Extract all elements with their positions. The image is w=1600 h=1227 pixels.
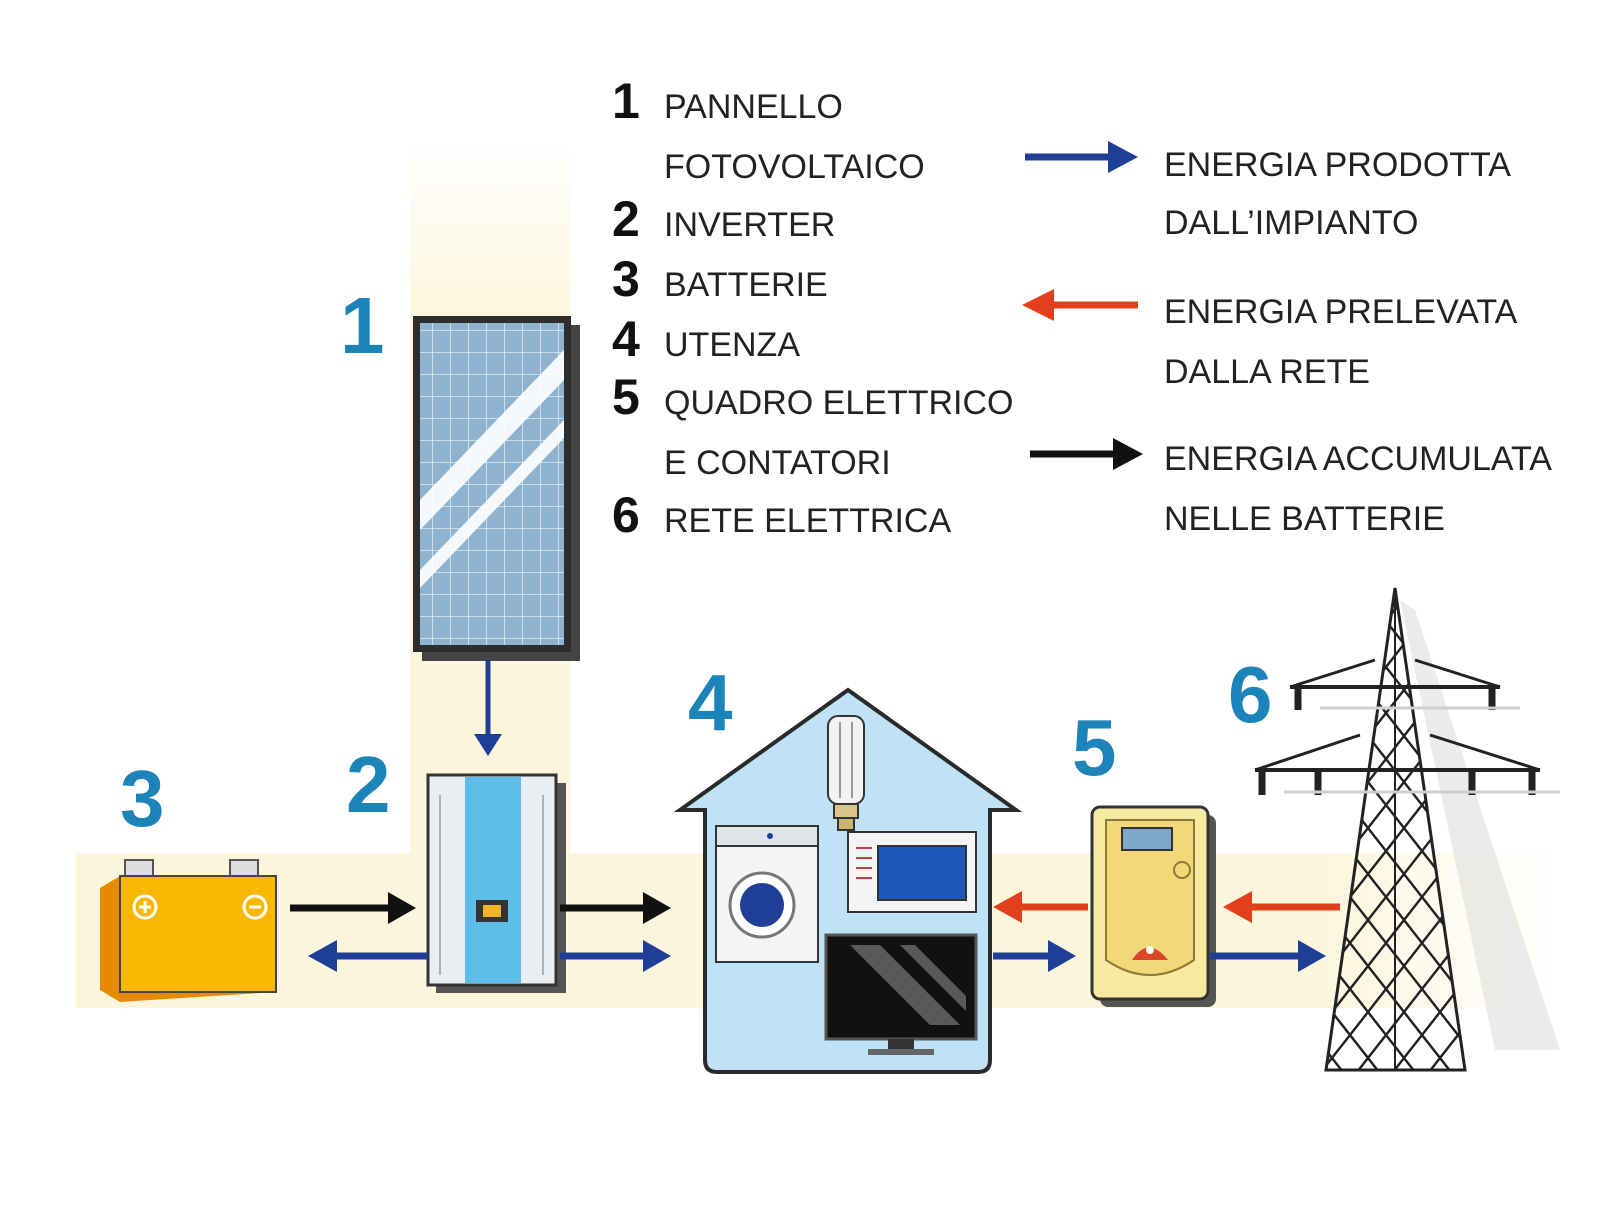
- panel-number: 1: [340, 281, 385, 370]
- battery-icon: [100, 859, 277, 1002]
- arrow-legend-label: DALLA RETE: [1164, 353, 1370, 391]
- legend-item: 4 UTENZA: [612, 311, 800, 367]
- legend-label: INVERTER: [664, 206, 835, 244]
- legend-item: 5 QUADRO ELETTRICO E CONTATORI: [612, 369, 1013, 482]
- arrow-legend-label: DALL’IMPIANTO: [1164, 204, 1418, 242]
- power-pylon-icon: [1254, 587, 1560, 1072]
- legend-number: 3: [612, 251, 640, 307]
- microwave-icon: [847, 831, 977, 913]
- component-legend: 1 PANNELLO FOTOVOLTAICO 2 INVERTER 3 BAT…: [612, 73, 1013, 543]
- meter-icon: [1090, 805, 1216, 1007]
- arrow-legend-drawn: ENERGIA PRELEVATA DALLA RETE: [1022, 289, 1518, 391]
- inverter-number: 2: [346, 740, 391, 829]
- legend-label: PANNELLO: [664, 88, 843, 126]
- legend-label: E CONTATORI: [664, 444, 891, 482]
- arrow-legend-label: ENERGIA PRODOTTA: [1164, 146, 1511, 184]
- legend-item: 2 INVERTER: [612, 191, 835, 247]
- legend-label: BATTERIE: [664, 266, 828, 304]
- washing-machine-icon: [715, 825, 819, 963]
- solar-panel-icon: [413, 316, 580, 661]
- inverter-icon: [426, 773, 566, 993]
- house-icon: [673, 687, 1023, 1074]
- arrow-legend-stored: ENERGIA ACCUMULATA NELLE BATTERIE: [1030, 438, 1552, 538]
- legend-item: 6 RETE ELETTRICA: [612, 487, 951, 543]
- legend-label: UTENZA: [664, 326, 800, 364]
- arrow-legend: ENERGIA PRODOTTA DALL’IMPIANTO ENERGIA P…: [1022, 141, 1552, 538]
- television-icon: [824, 933, 978, 1055]
- legend-item: 1 PANNELLO FOTOVOLTAICO: [612, 73, 925, 186]
- grid-number: 6: [1228, 650, 1273, 739]
- light-bulb-icon: [827, 715, 865, 831]
- house-number: 4: [688, 658, 733, 747]
- legend-number: 1: [612, 73, 640, 129]
- arrow-legend-label: ENERGIA PRELEVATA: [1164, 293, 1518, 331]
- legend-label: QUADRO ELETTRICO: [664, 384, 1013, 422]
- legend-number: 4: [612, 311, 640, 367]
- flow-arrows: [290, 660, 1340, 972]
- arrow-legend-label: ENERGIA ACCUMULATA: [1164, 440, 1552, 478]
- legend-label: FOTOVOLTAICO: [664, 148, 925, 186]
- battery-number: 3: [120, 754, 165, 843]
- legend-label: RETE ELETTRICA: [664, 502, 951, 540]
- meter-number: 5: [1072, 703, 1117, 792]
- legend-number: 6: [612, 487, 640, 543]
- arrow-legend-label: NELLE BATTERIE: [1164, 500, 1445, 538]
- legend-number: 5: [612, 369, 640, 425]
- legend-number: 2: [612, 191, 640, 247]
- arrow-legend-produced: ENERGIA PRODOTTA DALL’IMPIANTO: [1025, 141, 1511, 242]
- legend-item: 3 BATTERIE: [612, 251, 828, 307]
